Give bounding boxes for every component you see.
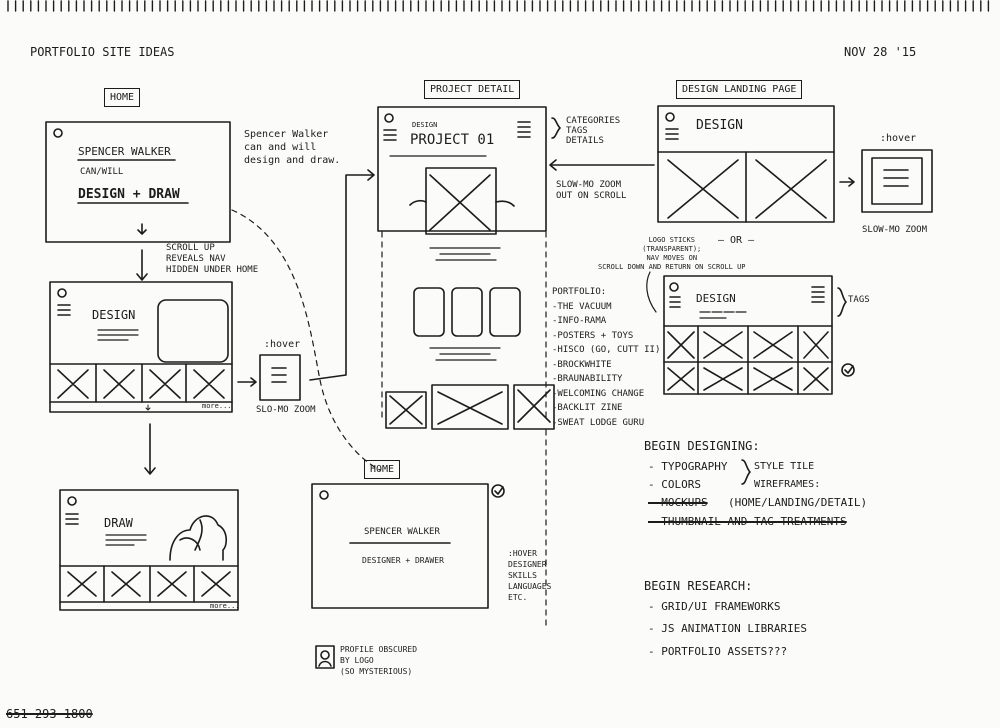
- thumbnail-item: - THUMBNAIL AND TAG TREATMENTS: [648, 515, 847, 528]
- home-wireframe: [45, 121, 231, 243]
- begin-research-heading: BEGIN RESEARCH:: [644, 579, 753, 593]
- landing-wireframe: [657, 105, 835, 223]
- draw-more: more...: [210, 602, 240, 610]
- project-detail-wireframe: [377, 106, 561, 430]
- begin-designing-heading: BEGIN DESIGNING:: [644, 439, 760, 453]
- alt-landing-title: DESIGN: [696, 292, 736, 305]
- home-tag: HOME: [104, 88, 141, 107]
- mockups-item: - MOCKUPS: [648, 496, 708, 509]
- hover-tag-small: :hover: [264, 339, 301, 350]
- style-tile-brace: [741, 459, 751, 485]
- research-item-assets: - PORTFOLIO ASSETS???: [648, 645, 788, 658]
- arrow-landing-to-project: [549, 159, 655, 171]
- arrow-to-hover-landing: [839, 177, 855, 187]
- hover-thumb-landing: [861, 149, 933, 213]
- draw-page-wireframe: [59, 489, 239, 611]
- research-item-js: - JS ANIMATION LIBRARIES: [648, 622, 807, 635]
- draw-title: DRAW: [104, 516, 133, 530]
- arrow-design-to-project: [309, 169, 375, 381]
- project-detail-tag: PROJECT DETAIL: [424, 80, 521, 99]
- landing-or: — OR —: [718, 235, 755, 246]
- landing-hover-caption: SLOW-MO ZOOM: [862, 225, 928, 235]
- project-title: PROJECT 01: [410, 132, 495, 148]
- page-title: PORTFOLIO SITE IDEAS: [30, 45, 175, 59]
- portfolio-list: PORTFOLIO: -THE VACUUM -INFO-RAMA -POSTE…: [552, 287, 661, 428]
- home-can: CAN/WILL: [80, 167, 124, 177]
- logo-note-pointer: [646, 271, 657, 313]
- date: NOV 28 '15: [844, 45, 917, 59]
- designing-item-colors: - COLORS: [648, 478, 701, 491]
- arrow-design-to-draw: [144, 423, 156, 475]
- research-item-grid: - GRID/UI FRAMEWORKS: [648, 600, 781, 613]
- tags-note: TAGS: [848, 295, 870, 305]
- arrow-to-hover: [237, 377, 257, 387]
- landing-hover-tag: :hover: [880, 133, 917, 144]
- phone-number: 651 293 1800: [6, 707, 93, 721]
- spiral-binding: [7, 0, 990, 12]
- arrow-home-to-design: [136, 249, 148, 281]
- home2-name: SPENCER WALKER: [364, 527, 440, 537]
- design-more: more...: [202, 402, 232, 410]
- alt-landing-wireframe: [663, 275, 855, 395]
- design-page-wireframe: [49, 281, 233, 413]
- home2-subtitle: DESIGNER + DRAWER: [362, 556, 444, 565]
- home-tagline: DESIGN + DRAW: [78, 187, 180, 202]
- dashed-connector-home: [231, 209, 381, 471]
- project-category: DESIGN: [412, 121, 438, 129]
- mockups-detail: (HOME/LANDING/DETAIL): [728, 496, 868, 509]
- hover-caption-small: SLO-MO ZOOM: [256, 405, 316, 415]
- profile-icon: [315, 645, 335, 669]
- home2-tag: HOME: [364, 460, 401, 479]
- hover-thumb-small: [259, 354, 301, 401]
- landing-tag: DESIGN LANDING PAGE: [676, 80, 803, 99]
- wireframes: WIREFRAMES:: [754, 479, 821, 490]
- home2-wireframe: [311, 429, 547, 631]
- designing-item-typography: - TYPOGRAPHY: [648, 460, 728, 473]
- home-name: SPENCER WALKER: [78, 145, 171, 158]
- landing-title: DESIGN: [696, 118, 743, 133]
- style-tile: STYLE TILE: [754, 461, 815, 472]
- design-title: DESIGN: [92, 308, 136, 322]
